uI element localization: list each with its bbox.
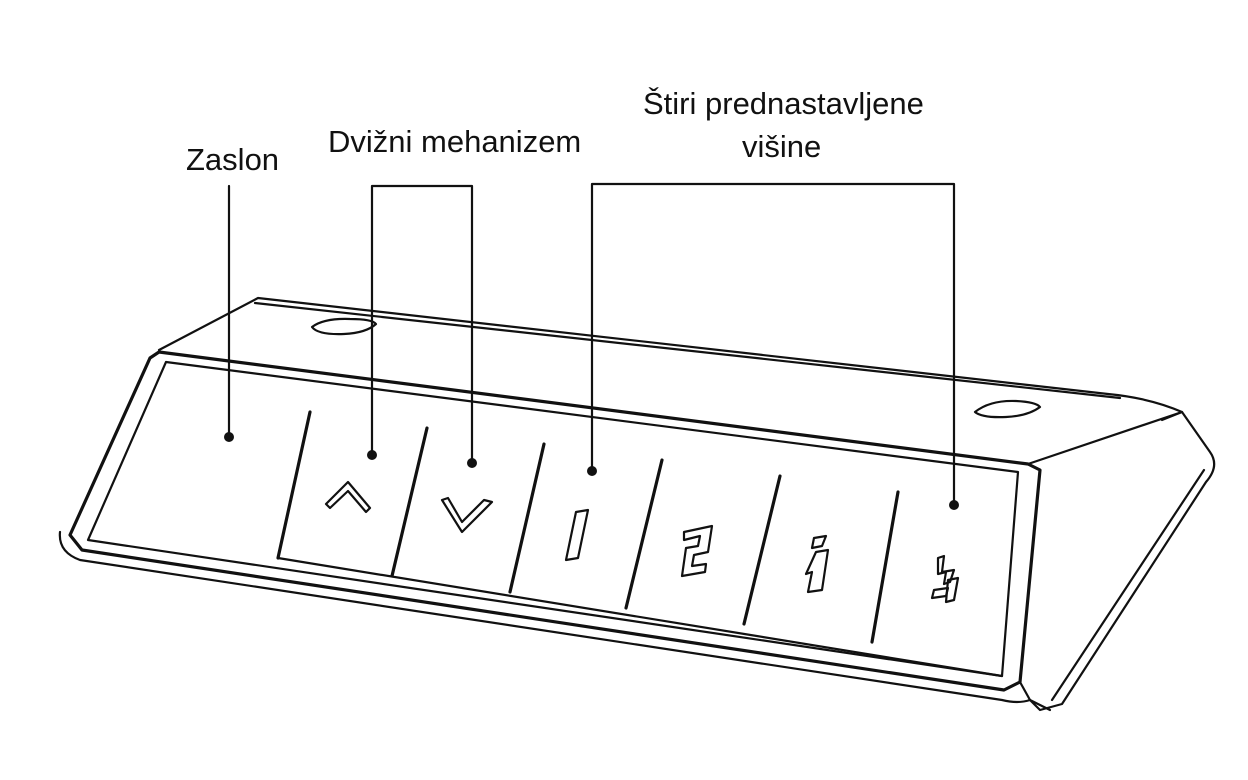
leader-dot-down [467,458,477,468]
divider-3 [508,442,546,594]
leader-dot-display [224,432,234,442]
bottom-lip [58,530,1032,704]
front-face-outer [68,350,1042,692]
leader-dot-preset-1 [587,466,597,476]
divider-2 [390,426,429,578]
leader-lines [224,182,959,510]
right-side-edge [1050,468,1206,702]
leader-lift-mechanism [370,184,474,464]
digit-4-icon [930,554,960,604]
leader-dot-up [367,450,377,460]
top-surface-edge [253,301,1122,400]
label-presets-line1: Štiri prednastavljene [643,86,924,121]
divider-6 [870,490,900,644]
buttons [88,362,1018,676]
chevron-down-icon [440,496,494,534]
leader-dot-preset-4 [949,500,959,510]
mounting-slot-right [973,399,1042,419]
divider-1 [276,410,312,560]
button-dividers [276,410,1004,678]
label-display: Zaslon [186,142,279,177]
button-row-bottom [276,556,1004,678]
label-presets-line2: višine [742,129,821,164]
right-side-face [1018,410,1216,712]
top-surface-outline [157,296,1184,422]
digit-3-icon [804,534,830,594]
mounting-slot-left [310,317,378,336]
display-screen [88,362,310,558]
divider-4 [624,458,664,610]
divider-5 [742,474,782,626]
label-lift-mechanism: Dvižni mehanizem [328,124,581,159]
digit-1-icon [564,508,590,562]
chevron-up-icon [324,480,372,514]
leader-presets [590,182,956,506]
digit-2-icon [680,524,714,578]
